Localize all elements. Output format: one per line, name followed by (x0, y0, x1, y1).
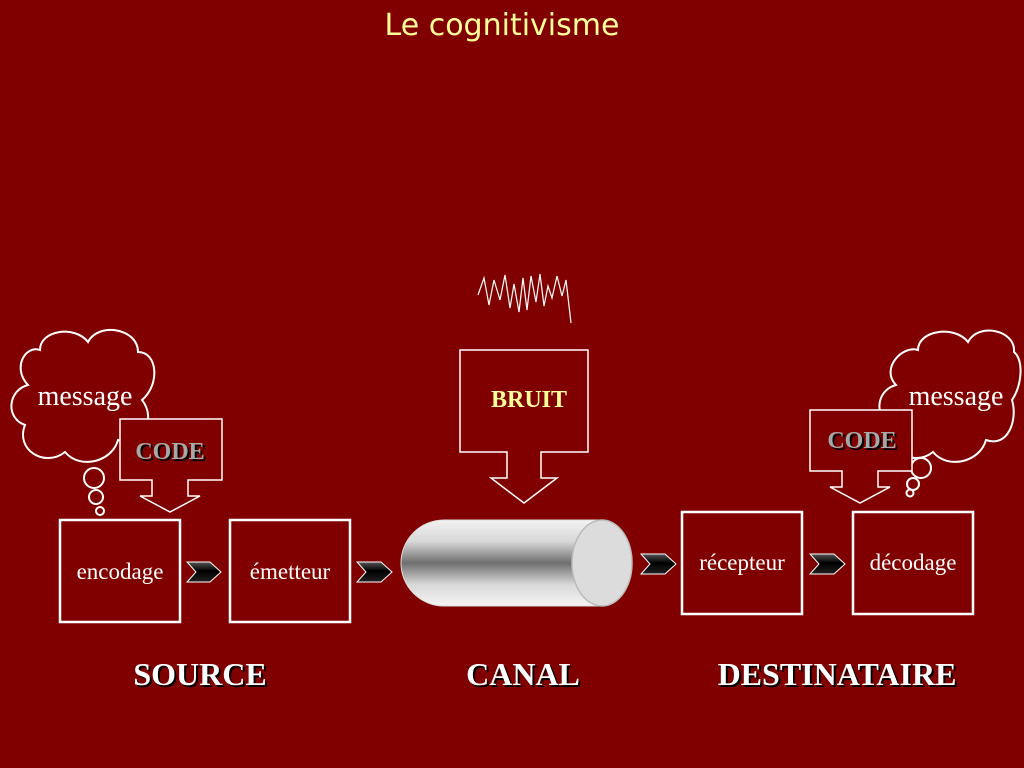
encodage-box (58, 518, 182, 624)
noise-label: BRUIT (491, 387, 567, 413)
page-title: Le cognitivisme (384, 8, 620, 43)
source-code-callout (119, 418, 223, 513)
arrow-emetteur-canal (355, 561, 393, 583)
destinataire-thought-cloud (878, 329, 1022, 498)
arrow-recepteur-decodage (808, 553, 846, 575)
decodage-box (851, 510, 975, 616)
destinataire-code-text: CODE (827, 428, 896, 454)
decodage-label: décodage (870, 550, 957, 575)
canal-label-shadow: CANAL (468, 658, 582, 694)
source-thought-cloud (10, 328, 156, 516)
arrow-canal-recepteur (639, 553, 677, 575)
recepteur-box (680, 510, 804, 616)
source-thought-text: message (38, 381, 133, 412)
source-section-label: SOURCE (133, 656, 266, 692)
recepteur-label: récepteur (699, 550, 785, 575)
noise-callout (459, 349, 589, 504)
emetteur-label: émetteur (250, 559, 331, 584)
encodage-label: encodage (77, 559, 164, 584)
source-code-text: CODE (135, 439, 204, 465)
arrow-encodage-emetteur (185, 561, 222, 583)
destinataire-thought-text: message (909, 381, 1004, 412)
emetteur-box (228, 518, 352, 624)
source-label-shadow: SOURCE (135, 658, 268, 694)
destinataire-label-shadow: DESTINATAIRE (720, 658, 959, 694)
source-code-shadow: CODE (137, 441, 206, 467)
canal-section-label: CANAL (466, 656, 580, 692)
destinataire-code-shadow: CODE (829, 430, 898, 456)
destinataire-code-callout (809, 409, 913, 504)
channel-cylinder (400, 519, 633, 607)
destinataire-section-label: DESTINATAIRE (718, 656, 957, 692)
noise-signal-icon (477, 273, 572, 324)
